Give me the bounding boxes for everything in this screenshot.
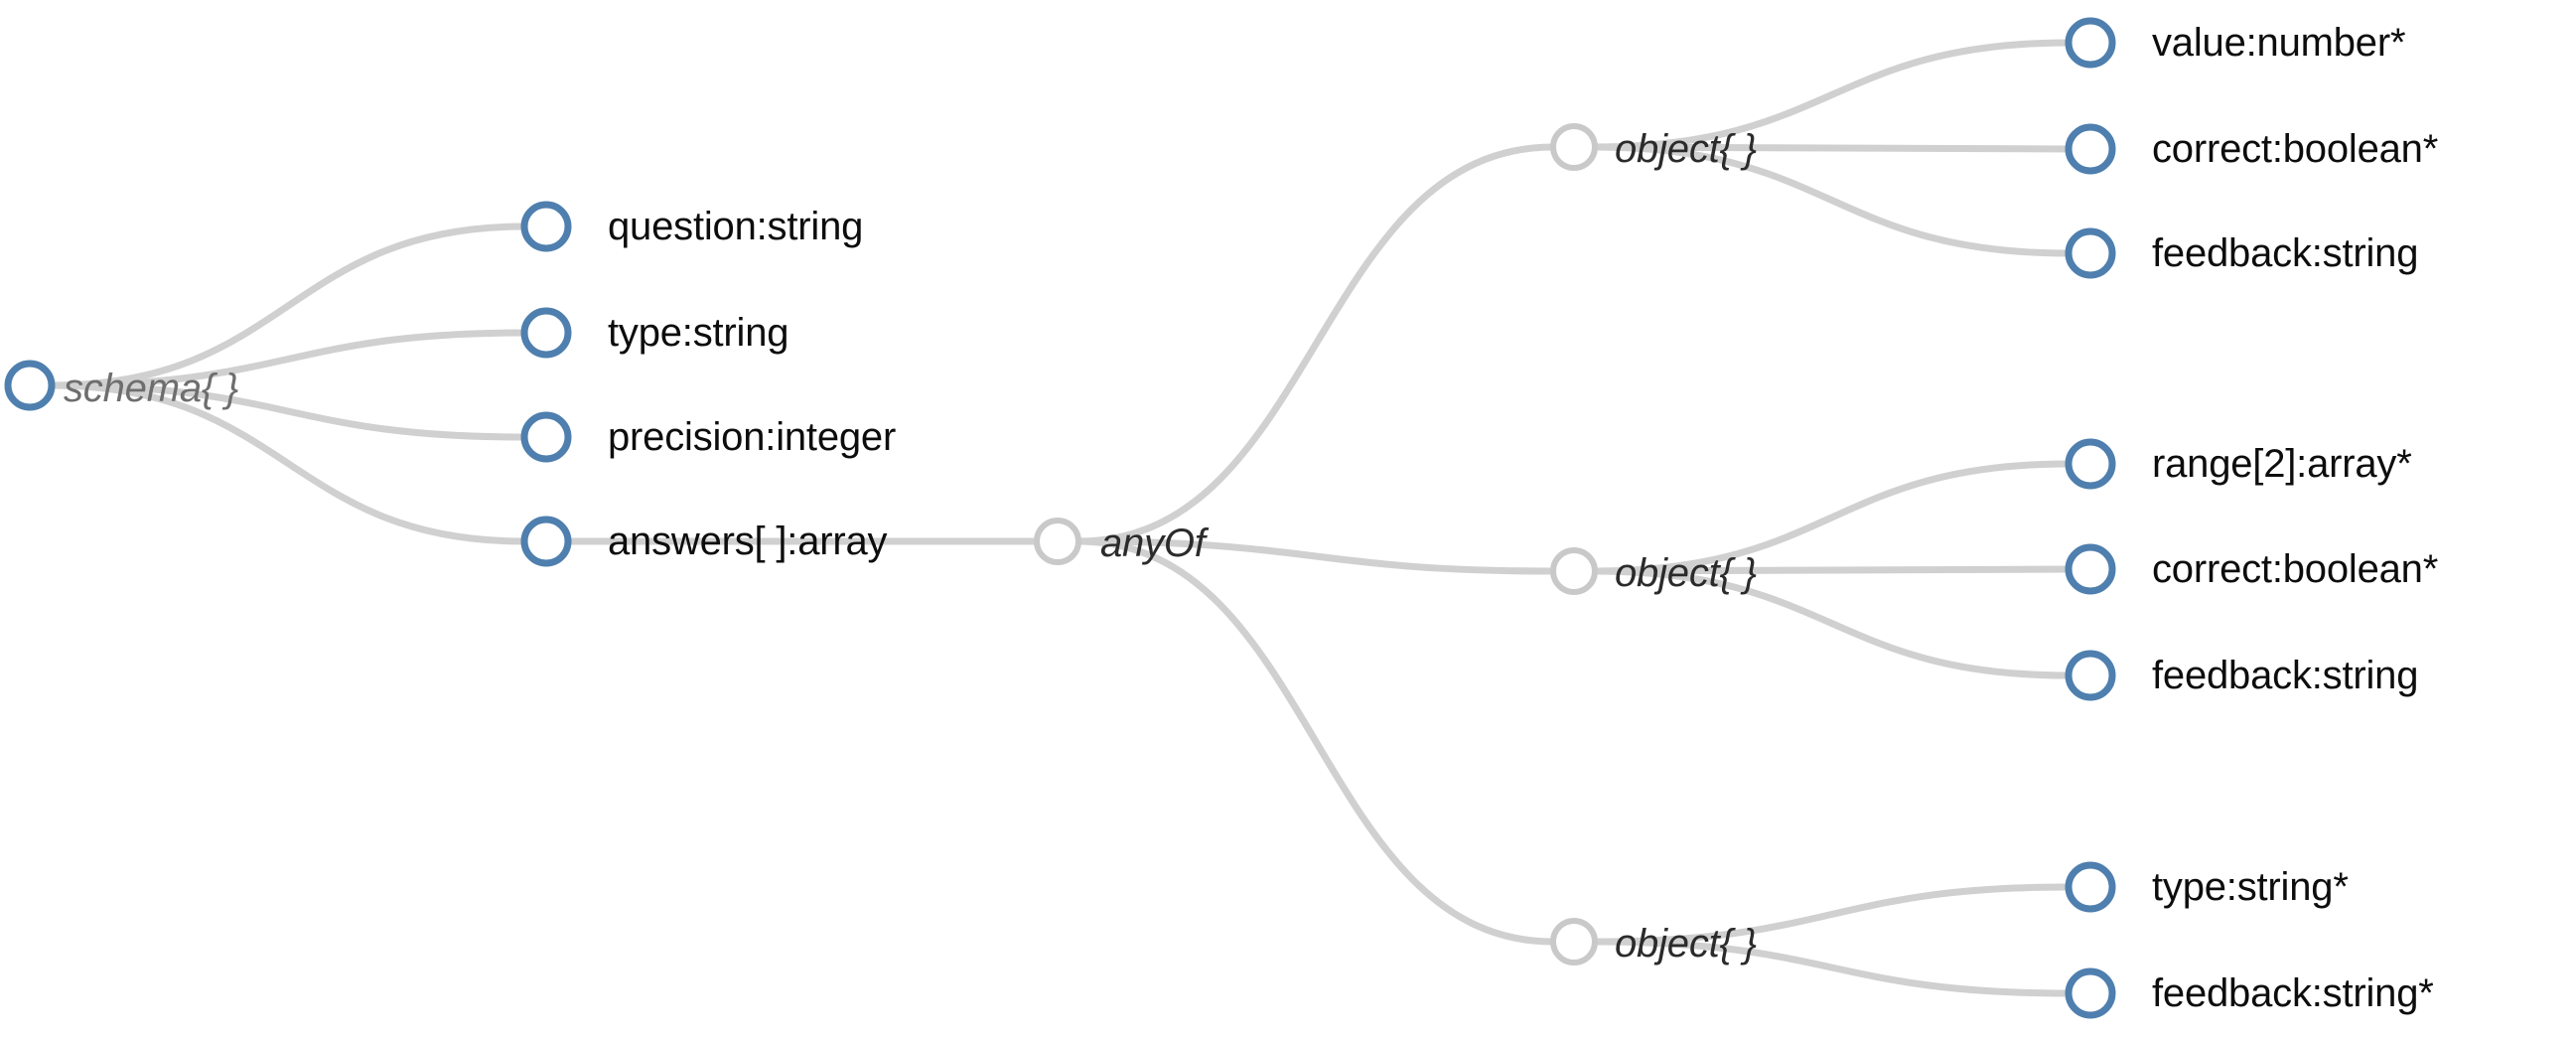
label-root-schema: schema{ } [64,367,239,410]
node-object-2-property-1[interactable] [2065,967,2116,1019]
node-property-2[interactable] [520,411,572,463]
tree-link [1591,143,2073,257]
node-object-0-property-2[interactable] [2065,227,2116,279]
node-object-1-property-1[interactable] [2065,543,2116,595]
links-group [48,39,2073,997]
tree-link [1591,567,2073,679]
tree-link [48,223,528,389]
tree-link [48,381,528,441]
node-object-0[interactable] [1550,123,1598,171]
label-property-1: type:string [608,311,789,355]
nodes-group [4,17,2116,1019]
tree-link [1591,143,2073,153]
node-anyof[interactable] [1034,518,1081,565]
tree-link [1591,565,2073,575]
node-property-0[interactable] [520,201,572,252]
tree-link [48,329,528,389]
label-object-1-property-1: correct:boolean* [2152,547,2439,591]
tree-link [1591,460,2073,575]
node-object-1-property-0[interactable] [2065,438,2116,490]
label-object-2: object{ } [1615,922,1757,966]
node-object-1[interactable] [1550,547,1598,595]
tree-link [48,381,528,545]
label-object-1-property-0: range[2]:array* [2152,442,2412,486]
label-object-0: object{ } [1615,127,1757,171]
label-object-1: object{ } [1615,551,1757,595]
tree-link [1591,39,2073,151]
label-anyof: anyOf [1100,521,1206,565]
label-property-2: precision:integer [608,415,897,459]
node-object-1-property-2[interactable] [2065,650,2116,701]
tree-link [1074,143,1557,545]
label-object-2-property-0: type:string* [2152,865,2349,909]
label-property-3: answers[ ]:array [608,520,888,563]
node-property-3[interactable] [520,516,572,567]
node-root-schema[interactable] [4,360,56,411]
node-object-2-property-0[interactable] [2065,861,2116,913]
node-object-0-property-0[interactable] [2065,17,2116,69]
tree-link [1074,537,1557,575]
tree-link [1591,938,2073,997]
node-object-2[interactable] [1550,918,1598,966]
label-object-1-property-2: feedback:string [2152,654,2419,697]
label-object-0-property-1: correct:boolean* [2152,127,2439,171]
label-object-2-property-1: feedback:string* [2152,971,2434,1015]
node-object-0-property-1[interactable] [2065,123,2116,175]
label-property-0: question:string [608,205,864,248]
label-object-0-property-0: value:number* [2152,21,2406,65]
label-object-0-property-2: feedback:string [2152,231,2419,275]
tree-link [1591,883,2073,946]
tree-link [1074,537,1557,946]
node-property-1[interactable] [520,307,572,359]
